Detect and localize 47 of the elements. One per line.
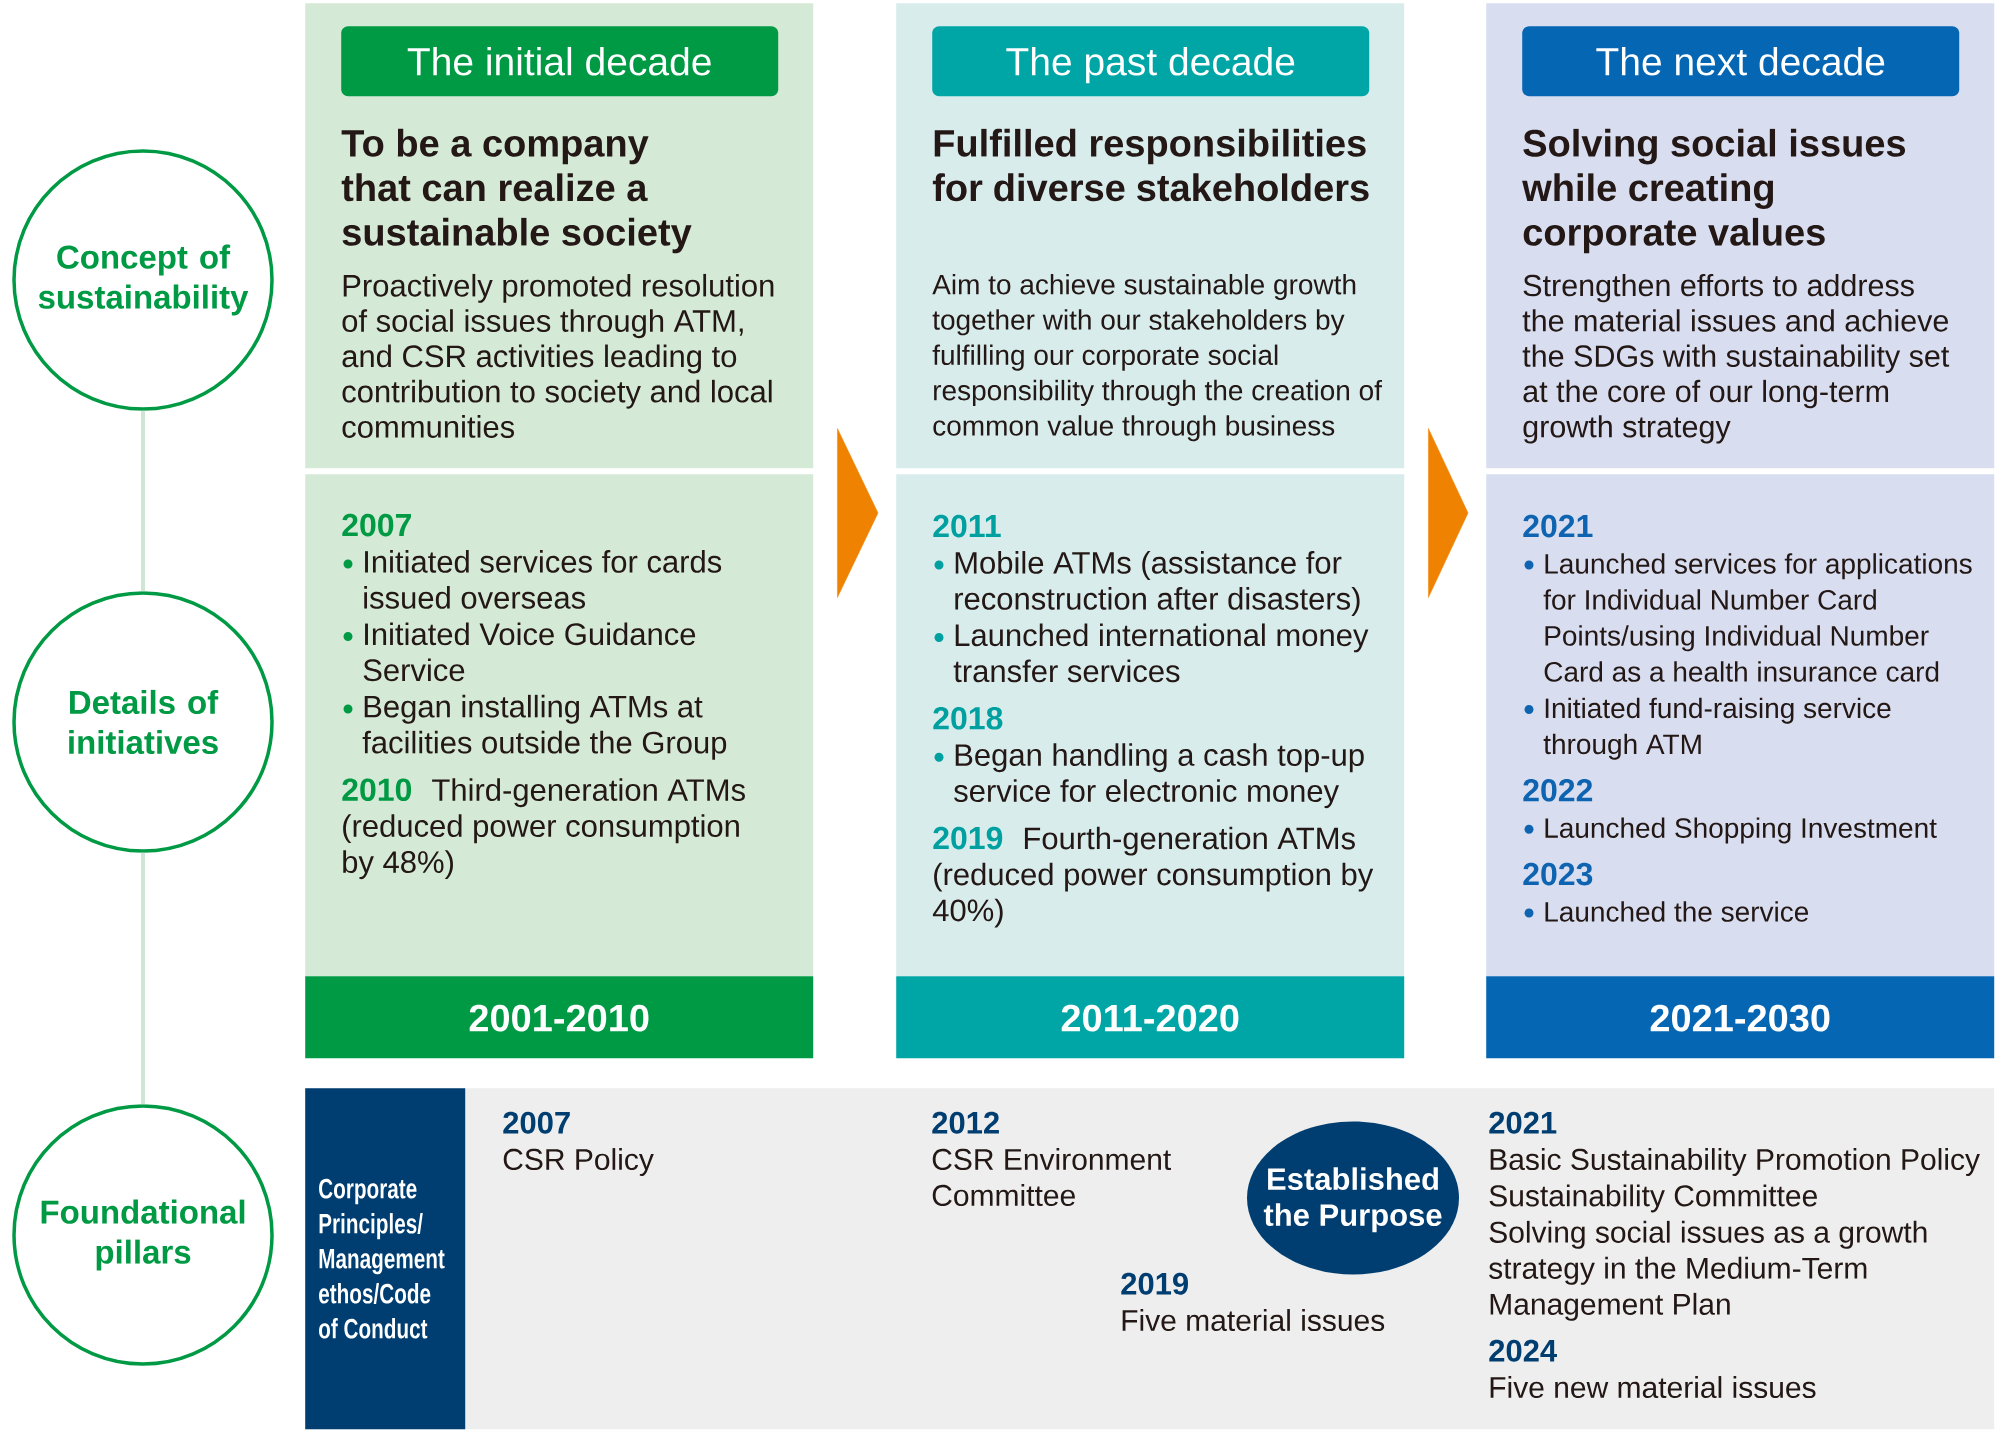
year-label: 2023 bbox=[1523, 862, 1593, 886]
year-label: 2007 bbox=[342, 513, 411, 537]
panel-heading: To be a company that can realize a sustainable society bbox=[341, 128, 692, 254]
milestone-text: Five material issues bbox=[1122, 1309, 1385, 1332]
header-banner: The past decade bbox=[932, 26, 1370, 97]
connector-line bbox=[141, 410, 145, 592]
milestone-text: CSR Environment Committee bbox=[932, 1148, 1171, 1207]
bullet-text: Began handling a cash top-up service for electronic money bbox=[954, 743, 1364, 809]
bullet-text: Initiated Voice Guidance Service bbox=[363, 622, 696, 682]
bullet-text: Launched international money transfer services bbox=[953, 623, 1369, 683]
year-label: 2024 bbox=[1489, 1339, 1557, 1362]
connector-line bbox=[141, 852, 145, 1105]
year-label: 2021 bbox=[1489, 1111, 1557, 1134]
bullet-text: Initiated services for cards issued overseas bbox=[364, 550, 722, 609]
year-label: 2012 bbox=[932, 1111, 999, 1134]
panel-text: Strengthen efforts to address the material issues and achieve the SDGs with sustainability set at the core of our long-term growth strategy bbox=[1522, 273, 1950, 444]
period-bar: 2011-2020 bbox=[896, 976, 1405, 1059]
bullet-text: Launched services for applications for Individual Number Card Points/using Individual Number Card as a health insurance card bbox=[1543, 553, 1972, 682]
milestone-text: Five new material issues bbox=[1490, 1376, 1816, 1399]
milestone-text: 2019 Fourth-generation ATMs (reduced power consumption by 40%) bbox=[932, 826, 1374, 928]
bullet-text: Initiated fund-raising service through ATM bbox=[1543, 697, 1891, 760]
panel-heading: Solving social issues while creating corporate values bbox=[1522, 128, 1906, 254]
year-label: 2022 bbox=[1523, 779, 1593, 802]
panel-heading: Fulfilled responsibilities for diverse stakeholders bbox=[932, 128, 1369, 202]
bullet-text: Began installing ATMs at facilities outside the Group bbox=[362, 694, 727, 760]
principles-box: Corporate Principles/ Management ethos/Code of Conduct bbox=[305, 1088, 466, 1430]
chevron-arrow bbox=[1428, 428, 1469, 598]
bullet-text: Launched Shopping Investment bbox=[1545, 817, 1937, 844]
milestone-text: Sustainability Committee bbox=[1489, 1184, 1817, 1213]
year-label: 2019 bbox=[1121, 1272, 1188, 1295]
year-label: 2021 bbox=[1523, 514, 1593, 538]
period-bar: 2021-2030 bbox=[1486, 976, 1995, 1059]
panel-text: Aim to achieve sustainable growth together with our stakeholders by fulfilling our corporate social responsibility through the creation of common value through business bbox=[932, 273, 1382, 442]
bullet-text: Launched the service bbox=[1545, 901, 1809, 922]
milestone-text: 2010 Third-generation ATMs (reduced power consumption by 48%) bbox=[342, 778, 745, 880]
bullet-text: Mobile ATMs (assistance for reconstruction after disasters) bbox=[955, 551, 1360, 616]
panel-text: Proactively promoted resolution of social issues through ATM, and CSR activities leading to contribution to society and local communities bbox=[342, 273, 774, 438]
milestone-text: CSR Policy bbox=[503, 1148, 654, 1177]
year-label: 2011 bbox=[933, 514, 1001, 538]
header-banner: The initial decade bbox=[341, 26, 779, 97]
milestone-text: Basic Sustainability Promotion Policy bbox=[1490, 1148, 1980, 1177]
chevron-arrow bbox=[837, 428, 879, 598]
header-banner: The next decade bbox=[1522, 26, 1960, 97]
period-bar: 2001-2010 bbox=[305, 976, 814, 1059]
milestone-text: Solving social issues as a growth strategy in the Medium-Term Management Plan bbox=[1489, 1220, 1927, 1321]
year-label: 2018 bbox=[933, 707, 1003, 730]
year-label: 2007 bbox=[503, 1111, 570, 1134]
